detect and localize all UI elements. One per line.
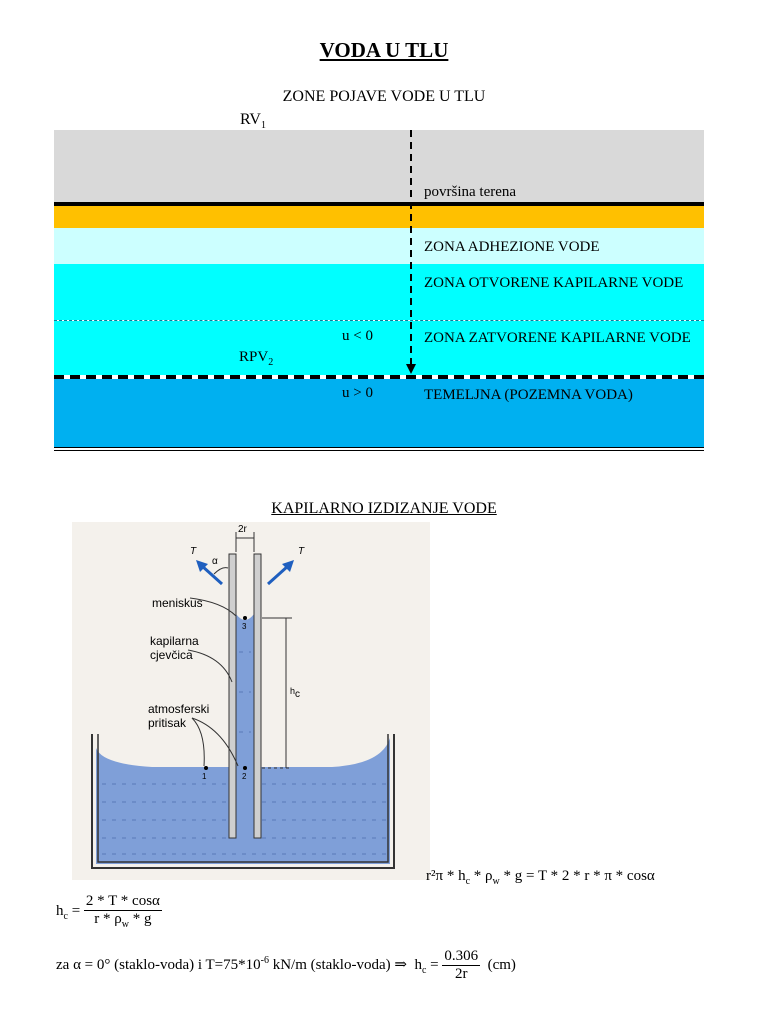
open-capillary-band [54, 264, 704, 320]
surface-band [54, 130, 704, 204]
hc-label: hc [290, 686, 301, 700]
equation-hc: hc = 2 * T * cosα r * ρw * g [56, 893, 162, 930]
surface-label: površina terena [424, 184, 517, 200]
rpv-line [54, 375, 704, 379]
point-1-label: 1 [202, 772, 207, 781]
soil-zones-diagram: površina terena ZONA ADHEZIONE VODE ZONA… [54, 130, 704, 452]
topsoil-band [54, 206, 704, 228]
tension-right-label: T [298, 546, 305, 557]
open-capillary-label: ZONA OTVORENE KAPILARNE VODE [424, 275, 684, 291]
groundwater-band [54, 379, 704, 447]
zone-divider [54, 320, 704, 321]
equation-balance: r²π * hc * ρw * g = T * 2 * r * π * cosα [426, 868, 655, 887]
u-positive-label: u > 0 [342, 385, 373, 401]
angle-label: α [212, 556, 218, 567]
meniscus-label: meniskus [152, 596, 203, 610]
closed-capillary-band [54, 321, 704, 375]
u-negative-label: u < 0 [342, 328, 373, 344]
capillary-title: KAPILARNO IZDIZANJE VODE [271, 500, 497, 517]
surface-line [54, 202, 704, 206]
page-title: VODA U TLU [319, 38, 449, 62]
point-2-label: 2 [242, 772, 247, 781]
capillary-figure-svg [91, 532, 395, 869]
equation-glass-water: za α = 0° (staklo-voda) i T=75*10-6 kN/m… [56, 948, 516, 982]
tension-left-label: T [190, 546, 197, 557]
closed-capillary-label: ZONA ZATVORENE KAPILARNE VODE [424, 330, 691, 346]
rv1-label: RV1 [240, 111, 266, 132]
zones-title: ZONE POJAVE VODE U TLU [282, 88, 486, 105]
point-3-label: 3 [242, 622, 247, 631]
adhesion-band [54, 228, 704, 264]
groundwater-label: TEMELJNA (POZEMNA VODA) [424, 387, 633, 403]
width-2r-label: 2r [238, 524, 247, 535]
hc-final-fraction: 0.306 2r [442, 948, 481, 982]
bottom-line-2 [54, 450, 704, 451]
bottom-line [54, 447, 704, 448]
capillary-arrow [406, 130, 416, 374]
adhesion-label: ZONA ADHEZIONE VODE [424, 239, 600, 255]
rpv2-label: RPV2 [239, 349, 274, 368]
hc-fraction: 2 * T * cosα r * ρw * g [83, 893, 162, 930]
